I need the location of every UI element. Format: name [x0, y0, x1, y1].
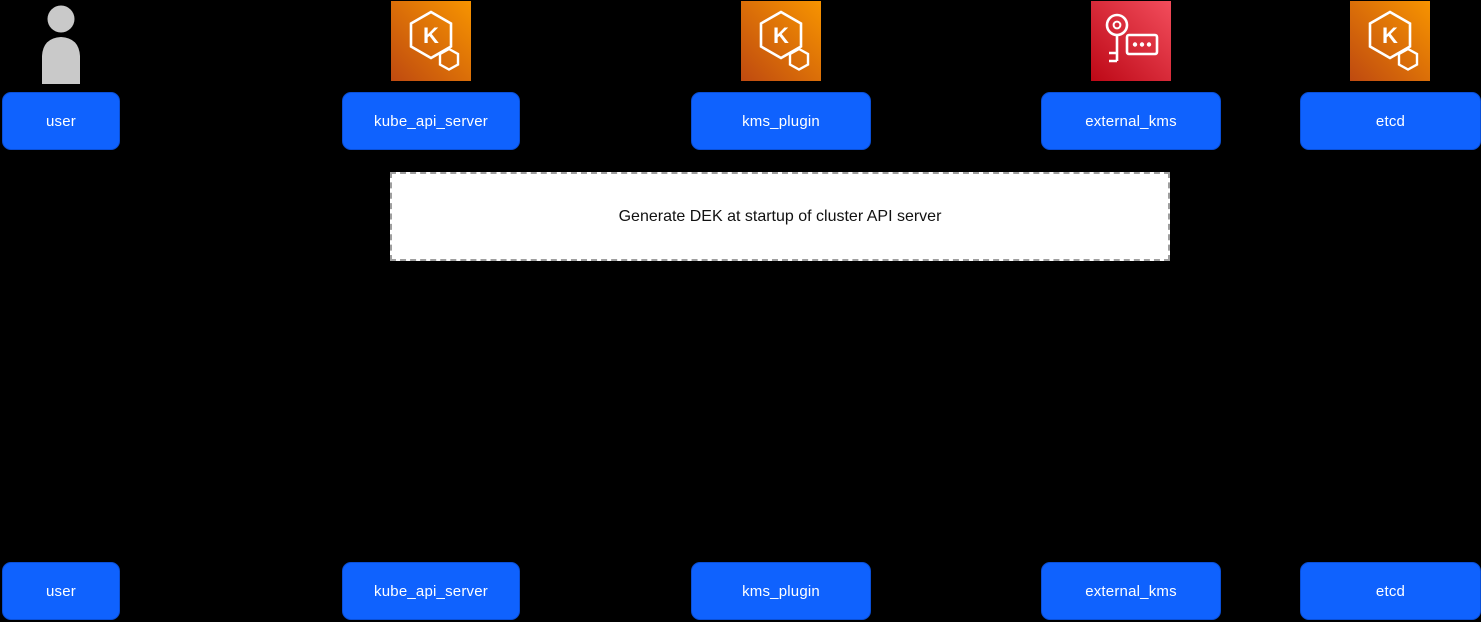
svg-text:K: K	[1382, 23, 1398, 48]
actor-label: kube_api_server	[374, 112, 488, 130]
actor-box-kms-plugin-bottom: kms_plugin	[691, 562, 871, 620]
svg-text:K: K	[773, 23, 789, 48]
actor-label: kms_plugin	[742, 112, 820, 130]
eks-hexagon-k-icon: K	[741, 1, 821, 81]
actor-box-kube-api-server-top: kube_api_server	[342, 92, 520, 150]
actor-box-etcd-top: etcd	[1300, 92, 1481, 150]
eks-hexagon-k-icon: K	[391, 1, 471, 81]
note-box: Generate DEK at startup of cluster API s…	[390, 172, 1170, 261]
person-icon	[21, 4, 101, 84]
actor-box-user-top: user	[2, 92, 120, 150]
actor-box-etcd-bottom: etcd	[1300, 562, 1481, 620]
actor-label: external_kms	[1085, 582, 1177, 600]
eks-hexagon-k-icon: K	[1350, 1, 1430, 81]
note-text: Generate DEK at startup of cluster API s…	[618, 207, 942, 225]
actor-box-kube-api-server-bottom: kube_api_server	[342, 562, 520, 620]
actor-label: external_kms	[1085, 112, 1177, 130]
svg-text:K: K	[423, 23, 439, 48]
actor-box-user-bottom: user	[2, 562, 120, 620]
actor-box-external-kms-bottom: external_kms	[1041, 562, 1221, 620]
actor-label: user	[46, 112, 76, 130]
kms-key-icon	[1091, 1, 1171, 81]
actor-label: etcd	[1375, 112, 1406, 130]
actor-box-kms-plugin-top: kms_plugin	[691, 92, 871, 150]
actor-label: kube_api_server	[374, 582, 488, 600]
actor-box-external-kms-top: external_kms	[1041, 92, 1221, 150]
actor-label: etcd	[1375, 582, 1406, 600]
actor-label: kms_plugin	[742, 582, 820, 600]
actor-label: user	[46, 582, 76, 600]
